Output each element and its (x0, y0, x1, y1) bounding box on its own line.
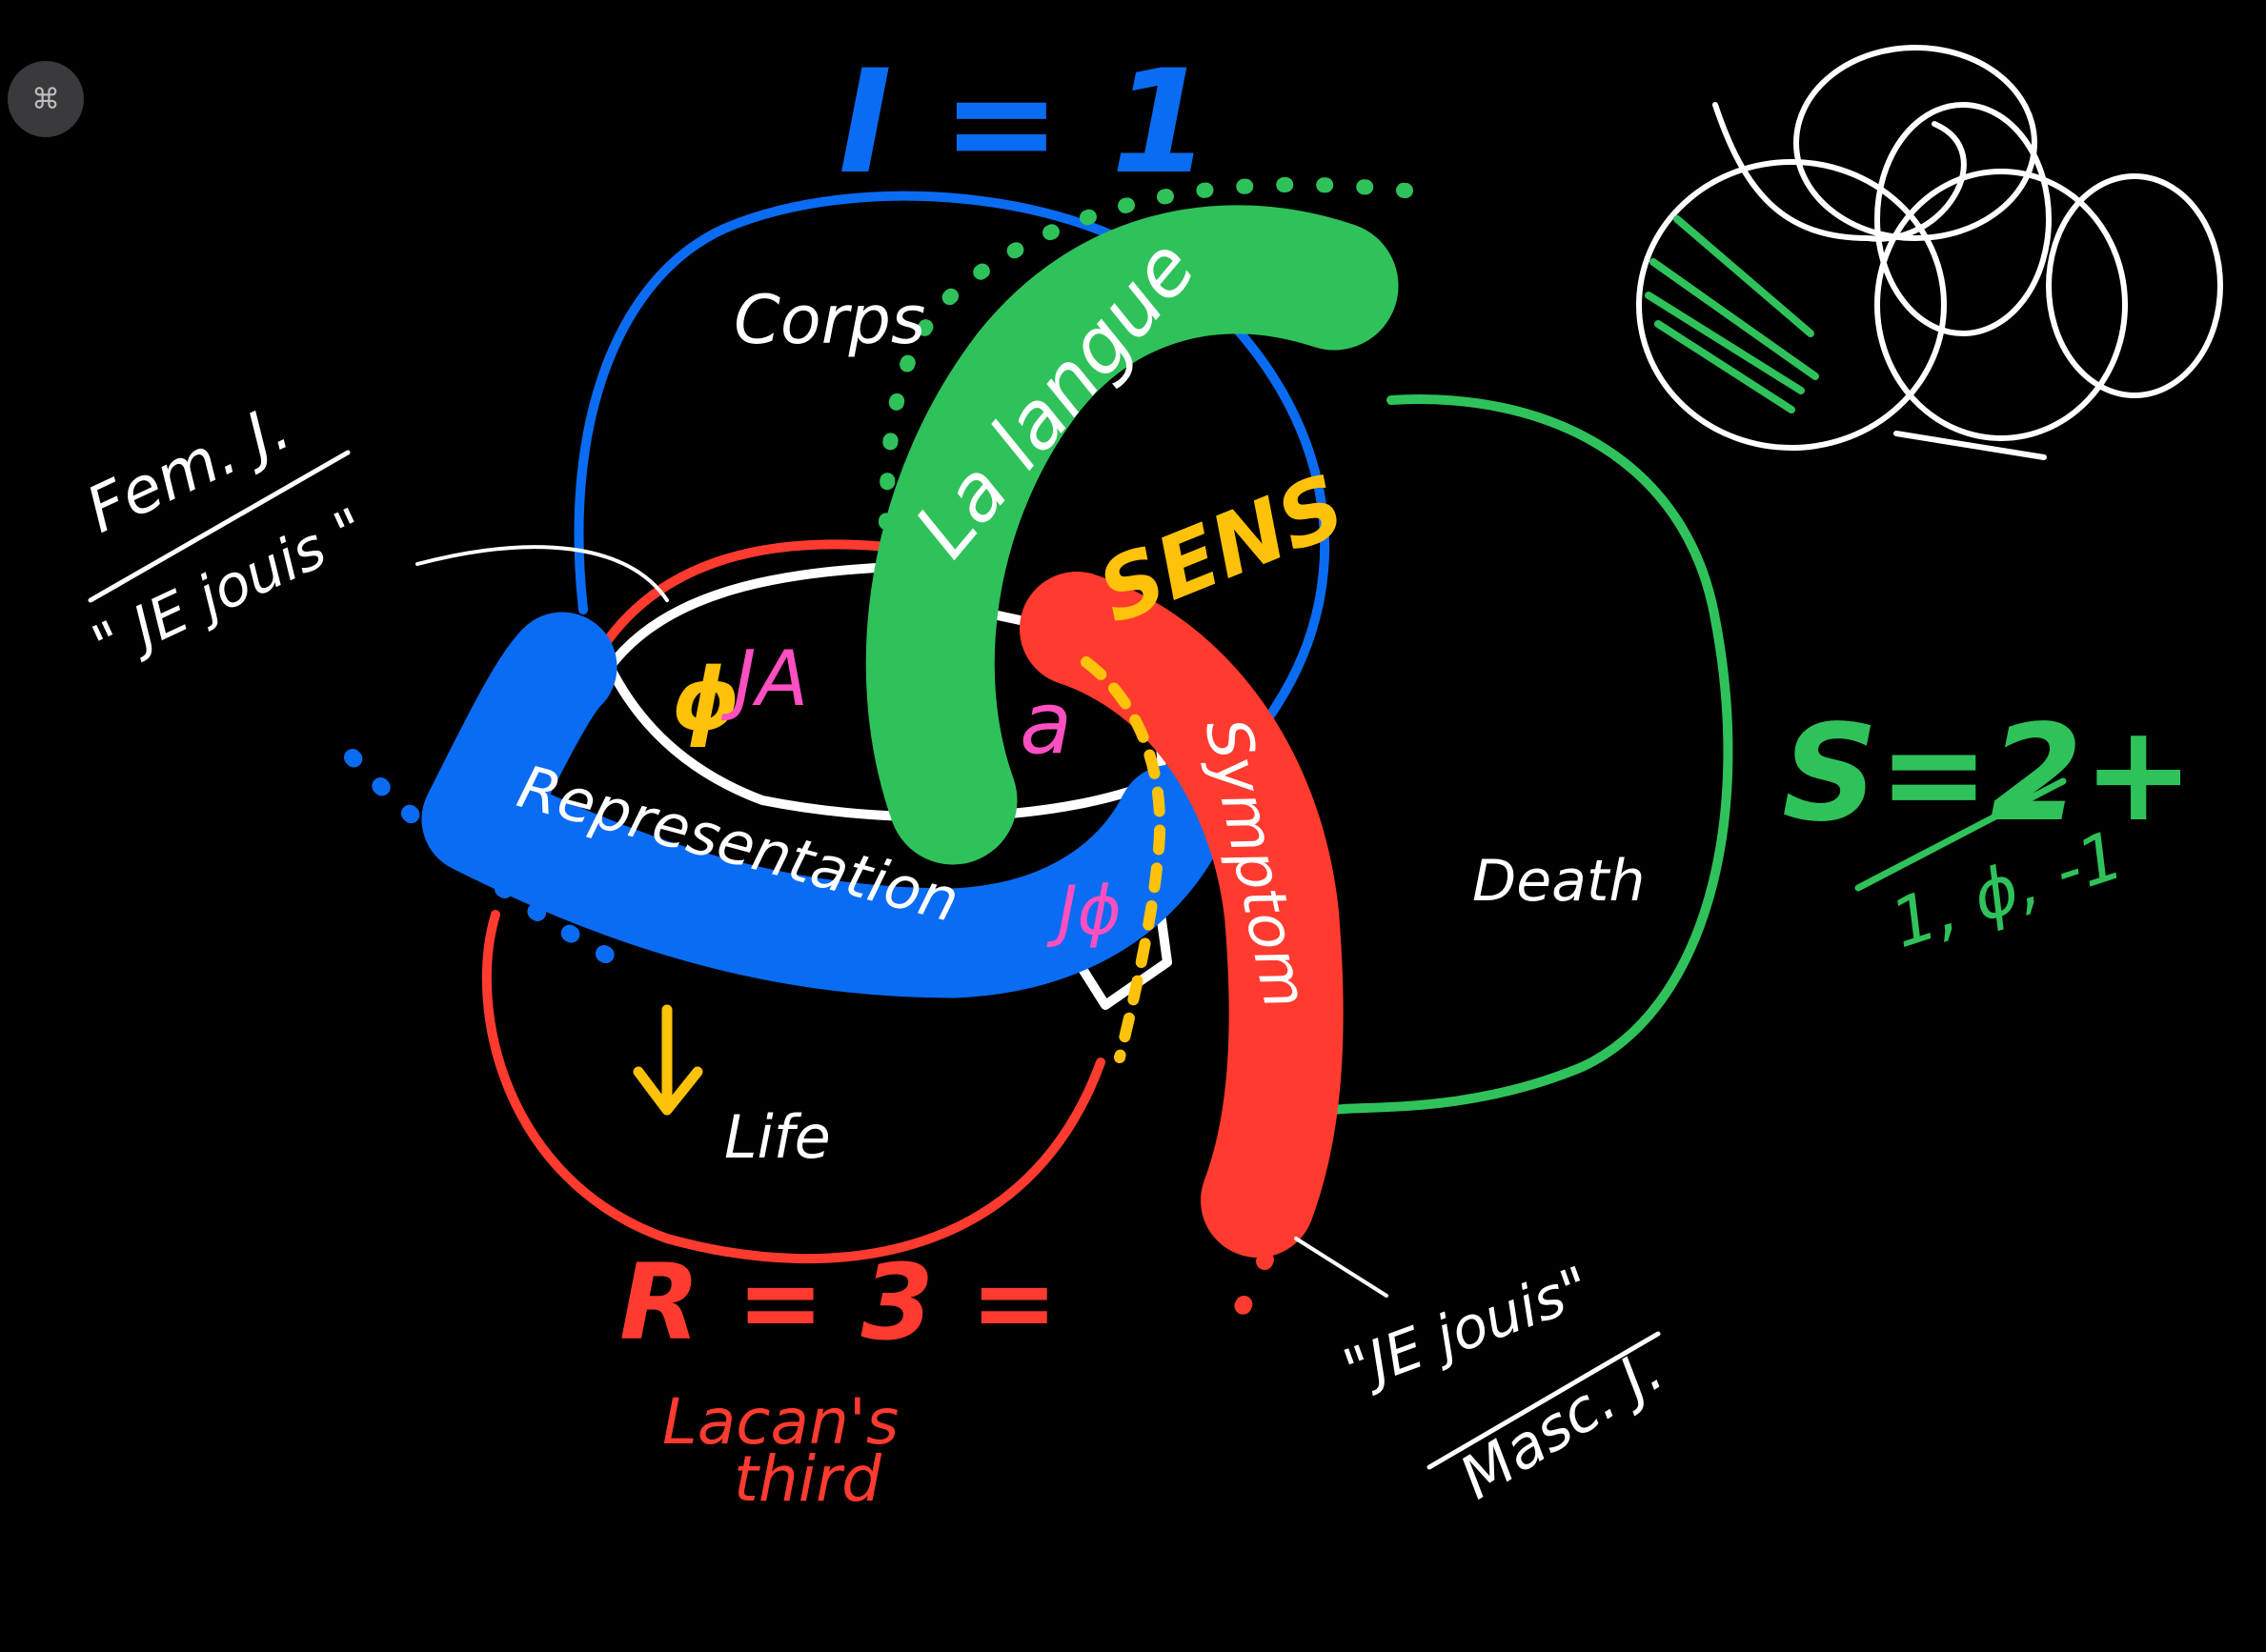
down-arrow (633, 1004, 703, 1116)
life-label: Life (724, 1102, 831, 1172)
real-ring (481, 539, 1105, 1264)
masc-pointer-line (1294, 1237, 1388, 1298)
command-icon: ⌘ (31, 82, 60, 116)
lacans-third-line1: Lacan's (662, 1385, 899, 1459)
symbolic-formula-top: S=2+ (1782, 696, 2195, 852)
masc-divider (1426, 1331, 1661, 1470)
ja-label: JA (720, 635, 808, 723)
lacans-third-line2: third (734, 1442, 882, 1516)
imaginary-formula: I = 1 (839, 40, 1210, 206)
jouissance-dashes (1081, 656, 1166, 1063)
la-langue-band (865, 205, 1399, 865)
knot-scribble (1636, 45, 2223, 460)
symptom-band (1020, 572, 1344, 1258)
fem-pointer-line (415, 545, 669, 602)
je-jouis-masc-label: "JE jouis" (1335, 1254, 1599, 1404)
fem-divider (88, 450, 351, 603)
phi-mark: ϕ (672, 650, 740, 750)
fem-j-label: Fem. J. (75, 391, 301, 548)
command-button[interactable]: ⌘ (8, 61, 84, 137)
symbolic-ring-dots (879, 176, 1413, 541)
symbolic-ring (1329, 394, 1733, 1115)
representation-band (421, 612, 1227, 998)
symbolic-formula-divider (1854, 777, 2067, 892)
real-formula: R = 3 = (619, 1241, 1058, 1363)
object-a-label: a (1020, 674, 1072, 774)
death-label: Death (1472, 848, 1645, 915)
masc-j-label: Masc. J. (1447, 1335, 1674, 1513)
corps-label: Corps (734, 281, 925, 359)
representation-dots (344, 749, 628, 971)
j-phi-label: Jϕ (1046, 872, 1122, 950)
knot-scribble-green (1645, 215, 1819, 413)
